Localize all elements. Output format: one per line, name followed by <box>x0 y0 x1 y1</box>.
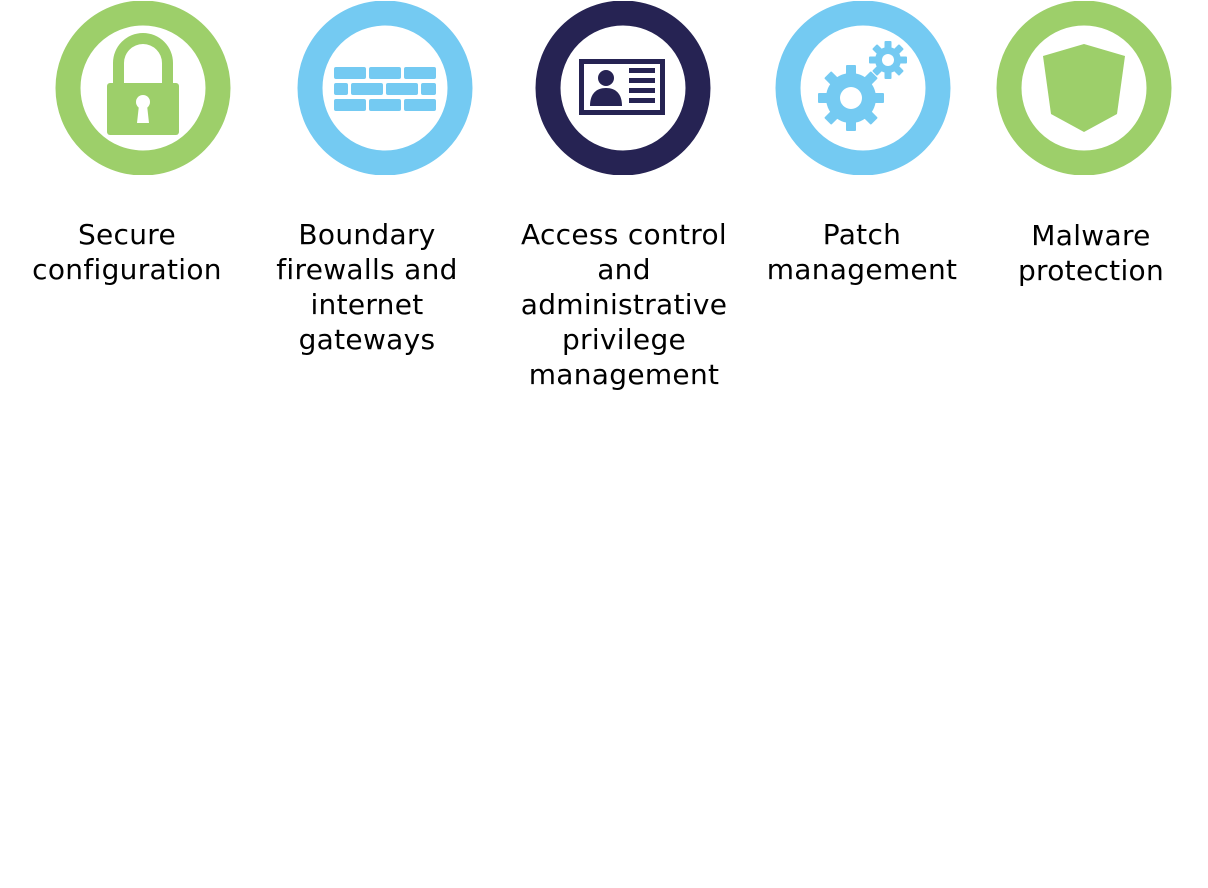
label-line: internet <box>310 288 424 321</box>
label-line: configuration <box>32 253 222 286</box>
label-line: privilege <box>561 323 687 356</box>
control-label: Boundary firewalls and internet gateways <box>247 217 487 357</box>
label-line: Malware <box>1031 219 1151 252</box>
label-line: gateways <box>298 323 436 356</box>
id-card-ring <box>535 1 711 175</box>
label-line: administrative <box>520 288 728 321</box>
label-line: management <box>528 358 720 391</box>
label-line: Secure <box>77 218 177 251</box>
gears-icon <box>775 1 951 175</box>
brick-firewall-icon <box>297 1 473 175</box>
firewall-ring <box>297 1 473 175</box>
control-label: Malware protection <box>971 218 1208 288</box>
shield-icon <box>996 1 1172 175</box>
label-line: Patch <box>822 218 902 251</box>
label-line: firewalls and <box>276 253 458 286</box>
padlock-icon <box>55 1 231 175</box>
padlock-ring <box>55 1 231 175</box>
label-line: Boundary <box>298 218 436 251</box>
control-label: Access control and administrative privil… <box>504 217 744 392</box>
shield-ring <box>996 1 1172 175</box>
label-line: Access control <box>520 218 727 251</box>
label-line: and <box>597 253 651 286</box>
label-line: protection <box>1017 254 1165 287</box>
gears-ring <box>775 1 951 175</box>
label-line: management <box>766 253 958 286</box>
control-label: Patch management <box>742 217 982 287</box>
id-card-icon <box>535 1 711 175</box>
control-label: Secure configuration <box>7 217 247 287</box>
